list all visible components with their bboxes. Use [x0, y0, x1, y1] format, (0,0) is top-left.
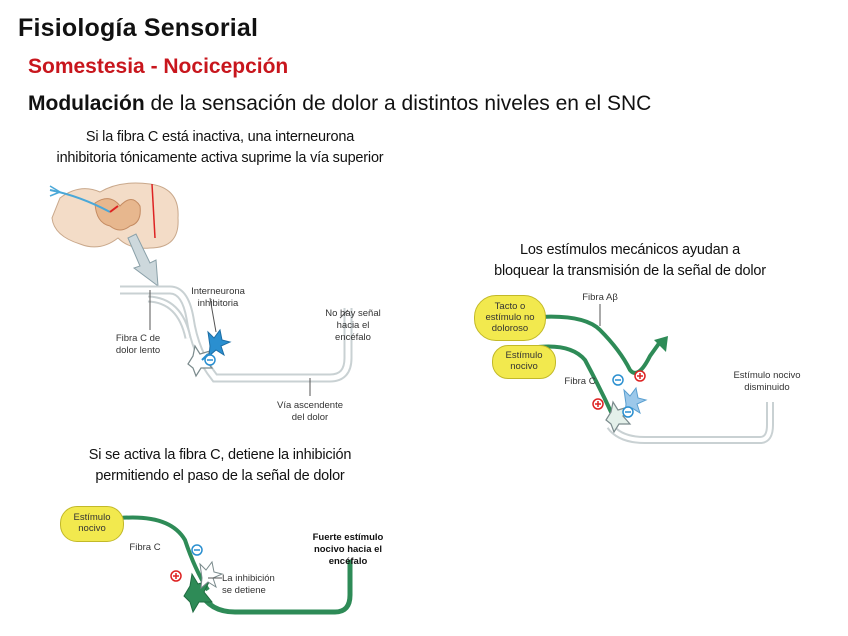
panel-c-caption-line1: Si se activa la fibra C, detiene la inhi…: [88, 447, 352, 463]
pill-noxious-c-line1: Estímulo: [73, 512, 111, 523]
section-subtitle: Somestesia - Nocicepción: [28, 55, 289, 78]
interneuron-icon: [199, 560, 224, 590]
panel-b-caption-line1: Los estímulos mecánicos ayudan a: [519, 242, 741, 258]
label-ascending-pathway: Vía ascendente del dolor: [270, 400, 350, 424]
panel-a-caption-line1: Si la fibra C está inactiva, una interne…: [85, 129, 355, 145]
label-diminished-line1: Estímulo nocivo: [733, 370, 801, 381]
label-strong-stimulus: Fuerte estímulo nocivo hacia el encéfalo: [300, 532, 396, 568]
page-title: Fisiología Sensorial: [18, 14, 259, 42]
label-fiber-c: Fibra C de dolor lento: [103, 333, 173, 357]
pill-touch-line2: estímulo no: [485, 312, 535, 323]
label-fiber-c-c: Fibra C: [129, 542, 161, 553]
label-no-signal-line1: No hay señal: [325, 308, 381, 319]
label-diminished-line2: disminuido: [744, 382, 790, 393]
interneuron-icon: [207, 328, 232, 358]
leader-interneuron: [209, 297, 217, 333]
slide-heading: Modulación de la sensación de dolor a di…: [28, 92, 651, 116]
label-interneuron-line2: inhibitoria: [197, 298, 239, 309]
label-no-signal-line3: encéfalo: [335, 332, 371, 343]
panel-c-diagram: [119, 515, 353, 615]
heading-rest: de la sensación de dolor a distintos niv…: [144, 92, 652, 115]
ascending-pathway: [197, 560, 353, 615]
pill-noxious-b-line2: nocivo: [510, 361, 538, 372]
label-strong-line1: Fuerte estímulo: [312, 532, 384, 543]
pill-touch-line3: doloroso: [491, 323, 529, 334]
label-no-signal-line2: hacia el: [336, 320, 370, 331]
magnify-arrow-icon: [127, 233, 159, 288]
label-pathway-line2: del dolor: [291, 412, 329, 423]
pill-noxious-stimulus-b: Estímulo nocivo: [492, 345, 556, 379]
panel-a-diagram: [49, 182, 353, 396]
label-interneuron-line1: Interneurona: [191, 286, 245, 297]
heading-bold: Modulación: [28, 92, 145, 115]
panel-c-caption: Si se activa la fibra C, detiene la inhi…: [30, 445, 410, 487]
panel-b-caption: Los estímulos mecánicos ayudan a bloquea…: [460, 240, 800, 282]
spinal-cord-icon: [49, 182, 179, 249]
label-inhibition-stops: La inhibición se detiene: [222, 573, 292, 597]
label-no-signal: No hay señal hacia el encéfalo: [313, 308, 393, 344]
panel-b-diagram: [509, 304, 774, 444]
label-interneuron: Interneurona inhibitoria: [183, 286, 253, 310]
panel-b-caption-line2: bloquear la transmisión de la señal de d…: [494, 263, 766, 279]
label-pathway-line1: Vía ascendente: [276, 400, 344, 411]
label-fiber-c-line1: Fibra C de: [115, 333, 161, 344]
label-stops-line1: La inhibición: [222, 573, 275, 584]
label-strong-line3: encéfalo: [328, 556, 368, 567]
fiber-c-line: [119, 515, 210, 592]
arrow-up-icon: [654, 336, 668, 352]
panel-a-caption-line2: inhibitoria tónicamente activa suprime l…: [56, 150, 384, 166]
label-strong-line2: nocivo hacia el: [313, 544, 383, 555]
fiber-c-line: [529, 344, 614, 415]
pill-noxious-b-line1: Estímulo: [505, 350, 543, 361]
pill-noxious-c-line2: nocivo: [78, 523, 106, 534]
pill-touch-stimulus: Tacto o estímulo no doloroso: [474, 295, 546, 341]
label-fiber-ab: Fibra Aβ: [582, 292, 618, 303]
pill-noxious-stimulus-c: Estímulo nocivo: [60, 506, 124, 542]
label-diminished: Estímulo nocivo disminuido: [722, 370, 812, 394]
label-stops-line2: se detiene: [222, 585, 266, 596]
label-fiber-c-line2: dolor lento: [115, 345, 161, 356]
label-fiber-c-b: Fibra C: [564, 376, 596, 387]
panel-c-caption-line2: permitiendo el paso de la señal de dolor: [95, 468, 345, 484]
pill-touch-line1: Tacto o: [494, 301, 526, 312]
panel-a-caption: Si la fibra C está inactiva, una interne…: [20, 127, 420, 169]
